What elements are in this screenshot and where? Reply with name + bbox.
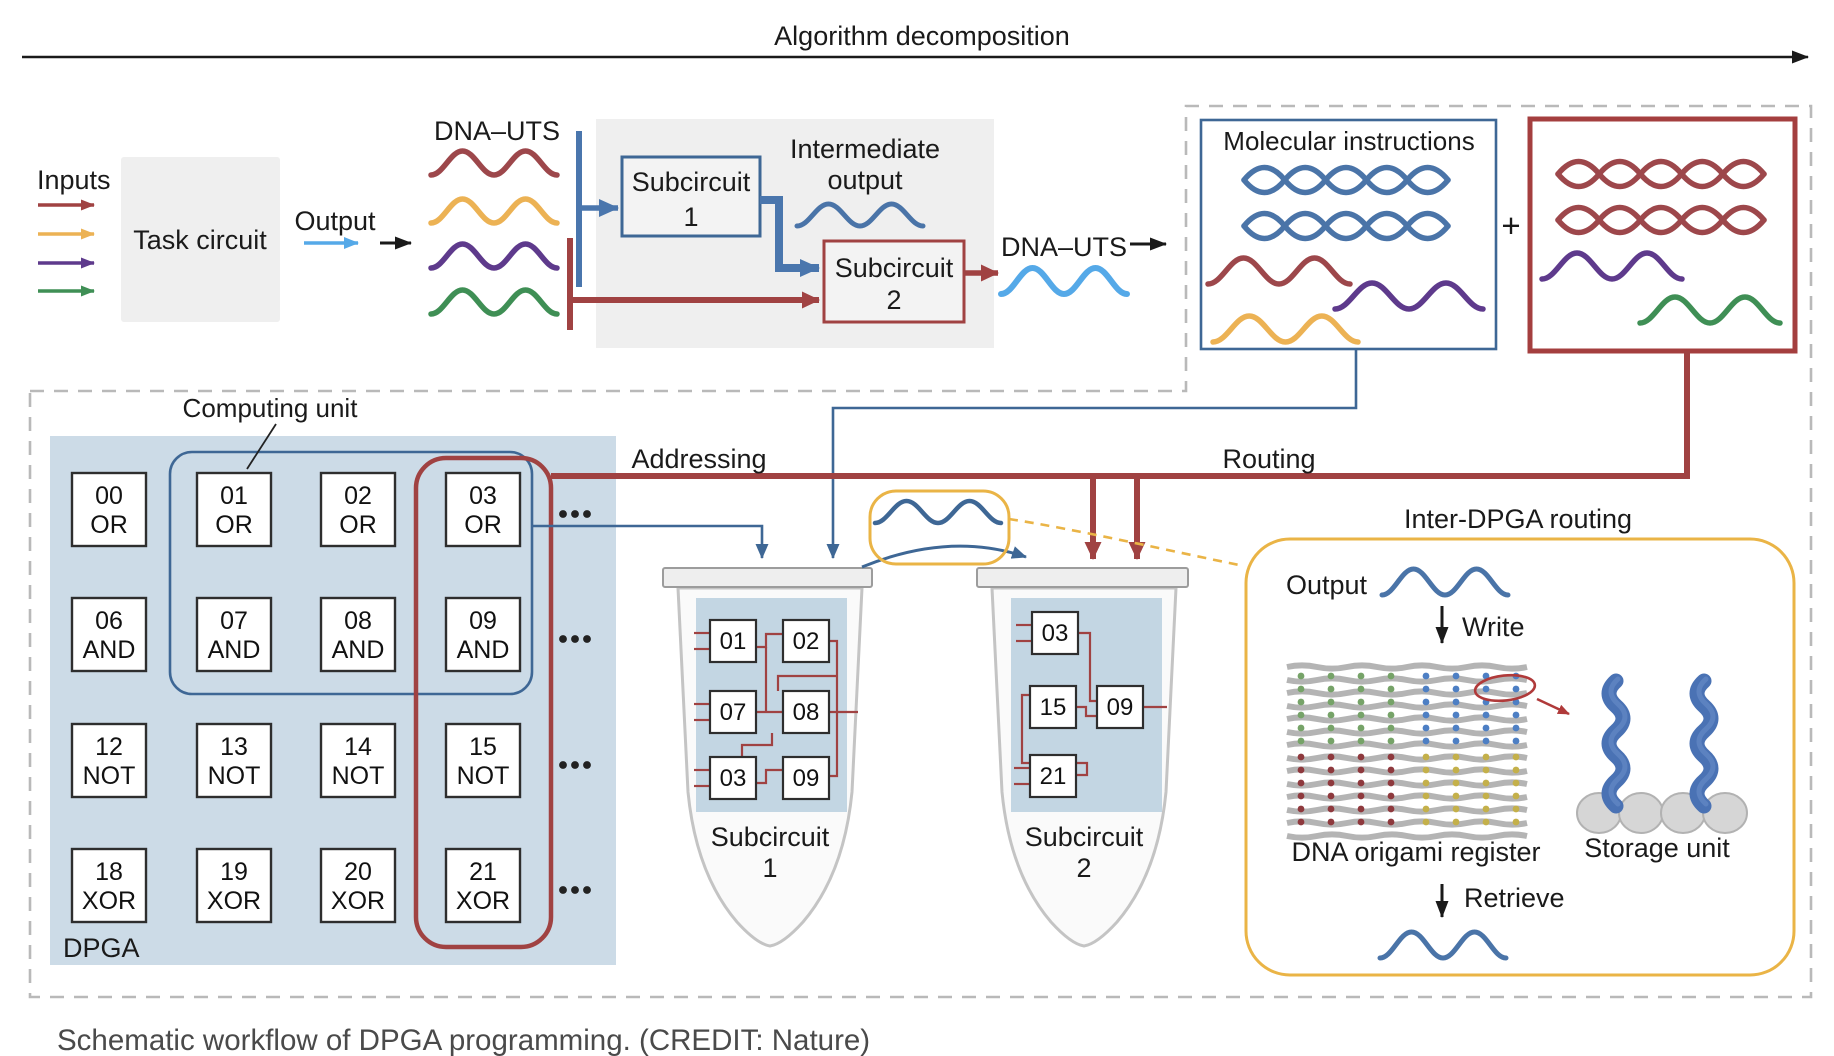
svg-text:12: 12 [95, 733, 123, 761]
svg-text:18: 18 [95, 858, 123, 886]
svg-text:Computing unit: Computing unit [183, 393, 359, 423]
svg-text:output: output [827, 165, 903, 195]
svg-text:Write: Write [1462, 612, 1525, 642]
svg-text:01: 01 [220, 482, 248, 510]
svg-text:21: 21 [469, 858, 497, 886]
svg-text:15: 15 [469, 733, 497, 761]
svg-text:DNA–UTS: DNA–UTS [434, 116, 560, 146]
svg-text:XOR: XOR [456, 887, 510, 915]
svg-text:03: 03 [1042, 620, 1069, 647]
svg-text:2: 2 [1076, 853, 1091, 883]
svg-text:01: 01 [720, 628, 747, 655]
svg-text:Storage unit: Storage unit [1584, 833, 1730, 863]
svg-text:XOR: XOR [331, 887, 385, 915]
svg-text:AND: AND [457, 636, 510, 664]
svg-text:Output: Output [294, 206, 376, 236]
svg-text:Molecular instructions: Molecular instructions [1223, 126, 1474, 156]
svg-text:03: 03 [720, 765, 747, 792]
svg-text:09: 09 [793, 765, 820, 792]
svg-text:1: 1 [683, 202, 698, 232]
svg-text:Output: Output [1286, 570, 1368, 600]
svg-text:Task circuit: Task circuit [133, 225, 267, 255]
svg-text:NOT: NOT [332, 762, 385, 790]
svg-text:OR: OR [90, 511, 128, 539]
svg-text:Intermediate: Intermediate [790, 134, 940, 164]
svg-text:07: 07 [720, 699, 747, 726]
svg-text:Algorithm decomposition: Algorithm decomposition [774, 21, 1070, 51]
svg-text:XOR: XOR [82, 887, 136, 915]
svg-text:XOR: XOR [207, 887, 261, 915]
svg-text:NOT: NOT [208, 762, 261, 790]
svg-text:Routing: Routing [1222, 444, 1315, 474]
svg-text:AND: AND [83, 636, 136, 664]
svg-text:Subcircuit: Subcircuit [632, 167, 751, 197]
svg-text:OR: OR [215, 511, 253, 539]
svg-text:21: 21 [1040, 763, 1067, 790]
svg-text:Inter-DPGA routing: Inter-DPGA routing [1404, 504, 1632, 534]
svg-text:Subcircuit: Subcircuit [1025, 822, 1144, 852]
svg-text:Inputs: Inputs [37, 165, 111, 195]
svg-text:+: + [1501, 207, 1520, 244]
svg-text:Schematic workflow of DPGA pro: Schematic workflow of DPGA programming. … [57, 1024, 870, 1056]
svg-text:08: 08 [344, 607, 372, 635]
svg-text:13: 13 [220, 733, 248, 761]
svg-text:02: 02 [344, 482, 372, 510]
svg-text:Retrieve: Retrieve [1464, 883, 1565, 913]
svg-text:14: 14 [344, 733, 372, 761]
svg-text:DPGA: DPGA [63, 933, 140, 963]
svg-text:09: 09 [469, 607, 497, 635]
svg-text:NOT: NOT [457, 762, 510, 790]
svg-text:1: 1 [762, 853, 777, 883]
svg-text:DNA–UTS: DNA–UTS [1001, 232, 1127, 262]
svg-text:03: 03 [469, 482, 497, 510]
svg-text:09: 09 [1107, 694, 1134, 721]
svg-text:20: 20 [344, 858, 372, 886]
svg-text:NOT: NOT [83, 762, 136, 790]
svg-text:07: 07 [220, 607, 248, 635]
svg-text:Subcircuit: Subcircuit [711, 822, 830, 852]
svg-text:15: 15 [1040, 694, 1067, 721]
svg-text:DNA origami register: DNA origami register [1291, 837, 1540, 867]
svg-text:Addressing: Addressing [631, 444, 766, 474]
svg-text:OR: OR [464, 511, 502, 539]
svg-text:AND: AND [208, 636, 261, 664]
svg-text:Subcircuit: Subcircuit [835, 253, 954, 283]
svg-text:00: 00 [95, 482, 123, 510]
svg-text:2: 2 [886, 285, 901, 315]
svg-text:AND: AND [332, 636, 385, 664]
svg-text:08: 08 [793, 699, 820, 726]
svg-text:OR: OR [339, 511, 377, 539]
svg-text:19: 19 [220, 858, 248, 886]
svg-text:02: 02 [793, 628, 820, 655]
svg-text:06: 06 [95, 607, 123, 635]
